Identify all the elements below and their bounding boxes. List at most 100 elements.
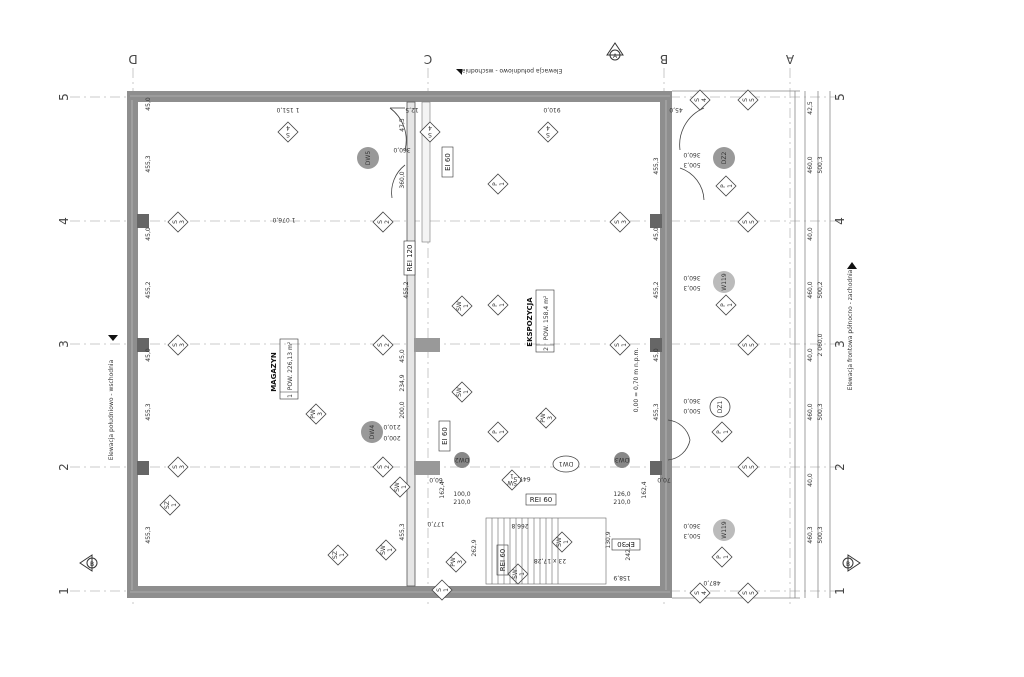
dim-text: 45,0	[653, 227, 660, 241]
axis-label-row-4-left: 4	[57, 217, 71, 225]
tag-text: 3	[621, 220, 628, 224]
dim-text: 455,3	[145, 155, 152, 172]
tag-text: SZ	[332, 551, 339, 559]
tag-text: 1	[463, 304, 470, 308]
level-note: 0,00 = 0,70 m n.p.m.	[633, 348, 640, 412]
door-marker-dz1: DZ1	[709, 396, 731, 418]
door-marker-dw2: DW2	[454, 452, 470, 468]
tag-sw1: SW1	[501, 469, 523, 491]
dim-text: 2 060,0	[817, 333, 824, 356]
tag-text: P	[716, 430, 723, 434]
dim-text: 177,0	[427, 520, 444, 527]
tag-text: 1	[621, 343, 628, 347]
tag-text: S	[742, 343, 749, 347]
tag-text: 1	[443, 588, 450, 592]
tag-text: S	[428, 131, 432, 138]
dim-text: 40,0	[807, 348, 814, 362]
section-marker-b-left: B	[79, 554, 98, 572]
dim-text: 210,0	[453, 499, 470, 506]
dim-text: 455,3	[399, 523, 406, 540]
tag-text: 1	[499, 430, 506, 434]
dim-text: 460,0	[807, 281, 814, 298]
dim-text: 12,5	[405, 106, 419, 113]
axis-label-row-1-left: 1	[57, 587, 71, 595]
tag-text: 1	[499, 182, 506, 186]
dim-text: 45,0	[669, 106, 683, 113]
dim-text: 45,0	[145, 348, 152, 362]
dim-text: 1 076,0	[272, 216, 295, 223]
dim-text: 266,8	[511, 522, 528, 529]
tag-text: 5	[749, 591, 756, 595]
tag-text: 2	[384, 220, 391, 224]
tag-text: S	[742, 220, 749, 224]
dim-text: 45,0	[653, 348, 660, 362]
svg-text:W119: W119	[721, 521, 728, 539]
tag-text: S	[742, 465, 749, 469]
tag-text: PW	[310, 409, 317, 419]
room-area-ekspozycja: POW. 158,4 m²	[543, 295, 550, 340]
tag-text: 1	[563, 540, 570, 544]
door-marker-dw4: DW4	[361, 421, 383, 443]
tag-text: 5	[749, 98, 756, 102]
door-swings	[389, 107, 705, 461]
axis-label-column-b: B	[660, 52, 668, 66]
dim-text: 487,0	[703, 579, 720, 586]
tag-text: SW	[456, 387, 463, 397]
elevation-arrow-right	[847, 262, 857, 269]
room-number-ekspozycja: 2	[543, 347, 550, 351]
dim-text: 460,3	[807, 526, 814, 543]
fire-rating-ei30: EI 30	[611, 538, 641, 551]
door-marker-dw1: DW1	[552, 455, 580, 473]
svg-text:EI 60: EI 60	[444, 153, 452, 171]
dim-text: 500,3	[817, 526, 824, 543]
tag-text: S	[172, 220, 179, 224]
dim-text: 45,0	[145, 227, 152, 241]
tag-text: 4	[546, 124, 550, 131]
dim-text: 500,2	[817, 281, 824, 298]
svg-text:EI 60: EI 60	[441, 427, 449, 445]
tag-text: S	[377, 343, 384, 347]
dim-text: 70,0	[657, 476, 671, 483]
dim-text: 126,0	[613, 491, 630, 498]
dim-text: 45,0	[145, 97, 152, 111]
svg-text:REI 120: REI 120	[406, 245, 414, 272]
svg-text:DW5: DW5	[365, 151, 372, 166]
room-name-magazyn: MAGAZYN	[270, 352, 278, 392]
elevation-arrow-top	[456, 69, 462, 75]
dim-text: 455,2	[653, 281, 660, 298]
tag-text: S	[694, 98, 701, 102]
dim-text: 130,9	[605, 531, 612, 548]
section-marker-b-right: B	[842, 554, 861, 572]
tag-text: 3	[457, 560, 464, 564]
dim-text: 360,0	[399, 171, 406, 188]
dim-text: 42,5	[807, 101, 814, 115]
tag-text: PW	[450, 557, 457, 567]
dim-text: 60,0	[429, 476, 443, 483]
axis-label-column-c: C	[424, 52, 432, 66]
dim-text: 162,4	[641, 481, 648, 498]
tag-text: P	[492, 303, 499, 307]
tag-text: 1	[401, 485, 408, 489]
svg-text:DZ2: DZ2	[721, 152, 728, 165]
tag-text: 3	[547, 416, 554, 420]
dim-text: 234,9	[399, 374, 406, 391]
dim-text: 40,0	[807, 227, 814, 241]
axis-label-column-a: A	[785, 52, 794, 66]
tag-s4: S4	[419, 121, 441, 143]
dim-text: 158,9	[613, 574, 630, 581]
